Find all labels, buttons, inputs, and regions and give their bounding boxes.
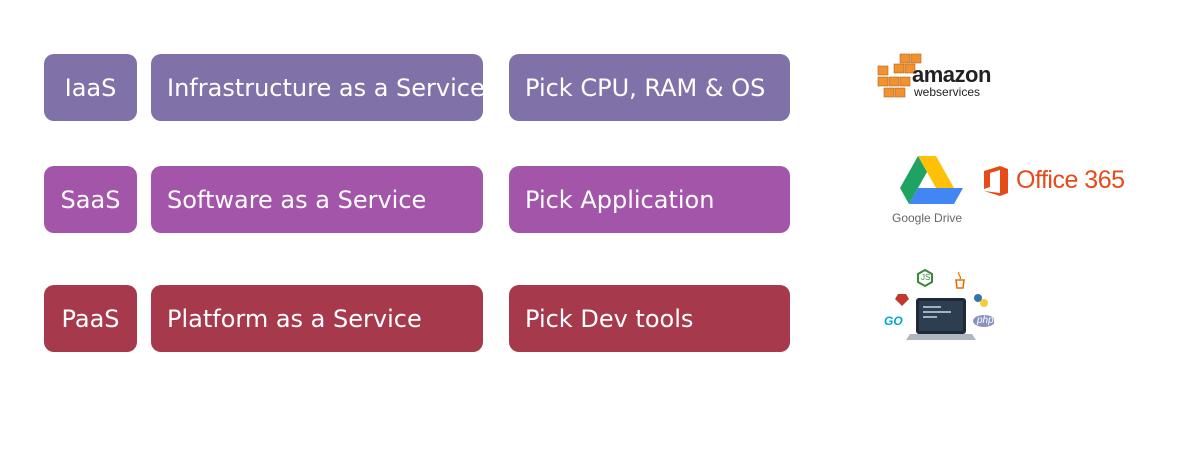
office-365-logo: Office 365 (982, 164, 1132, 198)
node-label: JS (921, 273, 931, 282)
google-drive-logo: Google Drive (890, 150, 972, 230)
iaas-abbr-box: IaaS (44, 54, 137, 121)
aws-logo: amazon webservices (876, 52, 1001, 102)
paas-abbr-box: PaaS (44, 285, 137, 352)
java-icon (955, 279, 965, 289)
go-label: GO (884, 314, 903, 328)
ruby-icon (895, 294, 909, 306)
saas-abbr-box: SaaS (44, 166, 137, 233)
paas-full-name-box: Platform as a Service (151, 285, 483, 352)
office-icon (984, 166, 1008, 196)
node-icon (917, 268, 933, 288)
saas-full-name-box: Software as a Service (151, 166, 483, 233)
dev-tools-logo: GO php JS (884, 266, 995, 346)
laptop-icon (895, 268, 995, 340)
office-365-label: Office 365 (1016, 166, 1125, 194)
aws-subtext: webservices (914, 85, 981, 99)
google-drive-icon (900, 156, 963, 204)
paas-pick-box: Pick Dev tools (509, 285, 790, 352)
iaas-pick-box: Pick CPU, RAM & OS (509, 54, 790, 121)
php-icon (973, 315, 995, 327)
saas-pick-box: Pick Application (509, 166, 790, 233)
aws-wordmark: amazon (912, 62, 991, 87)
php-label: php (977, 315, 994, 326)
python-icon (974, 294, 982, 302)
aws-cubes-icon (877, 53, 922, 98)
google-drive-label: Google Drive (892, 211, 963, 225)
iaas-full-name-box: Infrastructure as a Service (151, 54, 485, 121)
